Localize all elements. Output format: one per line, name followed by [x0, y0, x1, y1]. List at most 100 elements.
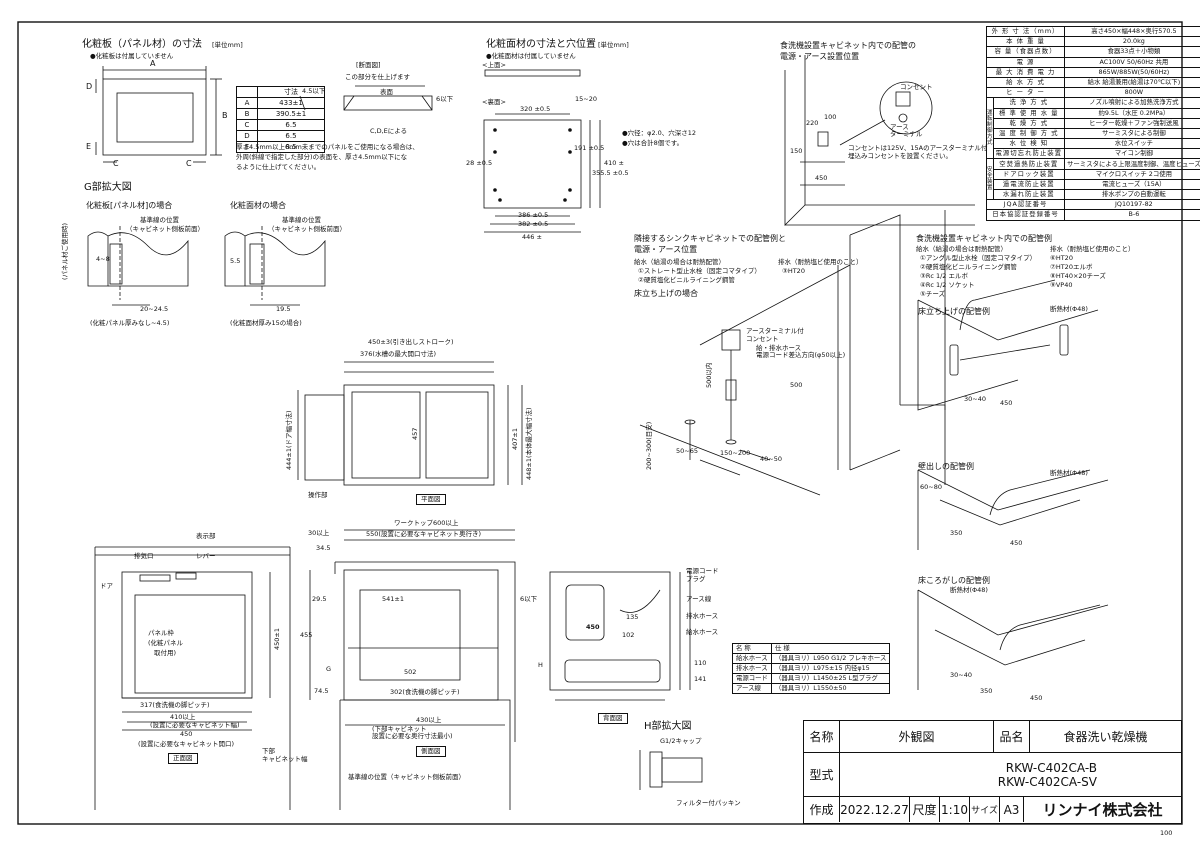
back-cord-2: プラグ: [686, 575, 706, 583]
side-dim-34-5: 34.5: [316, 544, 331, 552]
panel-letter-e: E: [86, 142, 92, 151]
title-name-label: 名称: [804, 721, 840, 753]
sink-dim-150-200: 150~200: [720, 449, 751, 457]
side-dim-455: 455: [300, 631, 313, 639]
table-row: 過電流防止装置電流ヒューズ（15A）: [987, 178, 1200, 191]
panel-letter-d: D: [86, 82, 93, 91]
h-detail-drawing: [639, 750, 703, 790]
piping-floor-up: 床立ち上げの配管例: [918, 307, 990, 316]
title-block: 名称 外観図 品名 食器洗い乾燥機 型式 RKW-C402CA-B RKW-C4…: [803, 720, 1182, 824]
side-view-drawing: [309, 529, 516, 810]
h-detail-packing: フィルター付パッキン: [676, 799, 741, 807]
sink-supply-title: 給水（給湯の場合は耐熱配管）: [634, 258, 725, 266]
back-dim-110: 110: [694, 659, 707, 667]
g-detail-title: G部拡大図: [84, 182, 132, 193]
title-made-label: 作成: [804, 797, 840, 822]
piping-dim-450-1: 450: [1000, 399, 1013, 407]
title-size: A3: [1000, 797, 1024, 822]
parts-table: 名 称仕 様 給水ホース（器具ヨリ）L950 G1/2 フレキホース 排水ホース…: [732, 643, 891, 694]
title-size-label: サイズ: [970, 797, 1000, 822]
title-model-2: RKW-C402CA-SV: [997, 774, 1097, 789]
plan-dim-376: 376(水槽の最大開口寸法): [360, 350, 436, 358]
sink-piping-drawing: [639, 264, 851, 496]
piping-examples-drawing: [917, 279, 1109, 690]
table-row: 標 準 使 用 水 量約9.5L（水圧 0.2MPa）: [987, 107, 1200, 119]
table-row: 温 度 制 御 方 式サーミスタによる制御: [987, 127, 1200, 140]
install-dim-150: 150: [790, 147, 803, 155]
side-view-label: 側面図: [416, 746, 446, 757]
table-row: 名 称仕 様: [732, 643, 891, 654]
cde-label: C,D,Eによる: [370, 127, 408, 135]
back-view-drawing: [549, 571, 691, 701]
piping-dim-450-2: 450: [1010, 539, 1023, 547]
facing-hole-note-1: ●穴径：φ2.0、穴深さ12: [622, 129, 697, 137]
sink-title-2: 電源・アース位置: [634, 245, 698, 254]
facing-back-label: <裏面>: [482, 98, 506, 106]
side-note-bottom-2: 設置に必要な奥行寸法最小): [372, 732, 453, 740]
front-view-label: 正面図: [168, 753, 198, 764]
front-vent: 排気口: [134, 552, 154, 560]
cabinet-3d-drawing: [849, 210, 946, 485]
panel-letter-c1: C: [113, 159, 119, 168]
piping-left-4: ④Rc 1/2 ソケット: [920, 281, 975, 289]
dim-6: 6以下: [436, 95, 454, 103]
g-note-left: (化粧パネル厚みなし~4.5): [90, 319, 170, 327]
sink-outlet-1: アースターミナル付: [746, 327, 804, 335]
sink-item-3: ③HT20: [782, 267, 805, 275]
facing-d28: 28 ±0.5: [466, 159, 493, 167]
side-dim-550: 550(設置に必要なキャビネット奥行き): [366, 530, 481, 538]
facing-material-drawing: [483, 69, 601, 233]
piping-supply-title: 給水（給湯の場合は耐熱配管）: [916, 245, 1007, 253]
piping-insulation-3: 断熱材(Φ48): [950, 586, 988, 594]
table-row: ドアロック装置マイクロスイッチ 2コ使用: [987, 168, 1200, 180]
piping-dim-30-40-1: 30~40: [964, 395, 986, 403]
front-skirt-2: キャビネット幅: [262, 755, 308, 763]
front-panel-1: パネル枠: [148, 629, 174, 637]
side-worktop: ワークトップ600以上: [394, 519, 459, 527]
facing-unit: [単位mm]: [598, 41, 629, 49]
facing-d386: 386 ±0.5: [518, 211, 549, 219]
install-dim-220: 220: [806, 119, 819, 127]
piping-dim-450-3: 450: [1030, 694, 1043, 702]
plan-dim-450: 450±3(引き出しストローク): [368, 338, 454, 346]
surface-label: 表面: [380, 88, 393, 96]
plan-view-drawing: [297, 361, 523, 486]
front-display: 表示部: [196, 532, 216, 540]
g-ref-line-1a: 基準線の位置: [140, 216, 179, 224]
dim-4-5: 4.5以下: [302, 87, 326, 95]
front-dim-450-note: (設置に必要なキャビネット開口): [138, 740, 235, 748]
side-dim-541: 541±1: [382, 595, 404, 603]
panel-board-title: 化粧板（パネル材）の寸法: [82, 39, 202, 50]
side-dim-502: 502: [404, 668, 417, 676]
side-dim-6: 6以下: [520, 595, 538, 603]
sink-title-1: 隣接するシンクキャビネットでの配管例と: [634, 234, 786, 243]
back-dim-141: 141: [694, 675, 707, 683]
install-dim-100: 100: [824, 113, 837, 121]
g-dim-19-5: 19.5: [276, 305, 291, 313]
facing-top-label: <上面>: [482, 61, 506, 69]
front-dim-410-note: (設置に必要なキャビネット幅): [150, 721, 240, 729]
piping-dim-30-40-2: 30~40: [950, 671, 972, 679]
piping-dim-350-2: 350: [980, 687, 993, 695]
title-scale-label: 尺度: [910, 797, 940, 822]
table-row: 電源切忘れ防止装置マイコン制御: [987, 148, 1200, 160]
table-row: 運転制御方式洗 浄 方 式ノズル噴射による加熱洗浄方式: [986, 97, 1200, 160]
table-row: 排水ホース（器具ヨリ）L975±15 内径φ15: [732, 663, 891, 674]
panel-board-note: ●化粧板は付属していません: [90, 52, 174, 60]
piping-left-5: ⑤チーズ: [920, 290, 946, 298]
sink-dim-50-65: 50~65: [676, 447, 698, 455]
g-ref-line-2b: （キャビネット側板前面）: [268, 225, 346, 233]
section-label: [断面図]: [356, 61, 381, 69]
sink-floor-case: 床立ち上げの場合: [634, 289, 698, 298]
facing-note: ●化粧面材は付属していません: [486, 52, 576, 60]
g-facing-case: 化粧面材の場合: [230, 201, 286, 210]
g-note-right: (化粧面材厚み15の場合): [230, 319, 302, 327]
piping-right-3: ⑧HT40×20チーズ: [1050, 272, 1106, 280]
